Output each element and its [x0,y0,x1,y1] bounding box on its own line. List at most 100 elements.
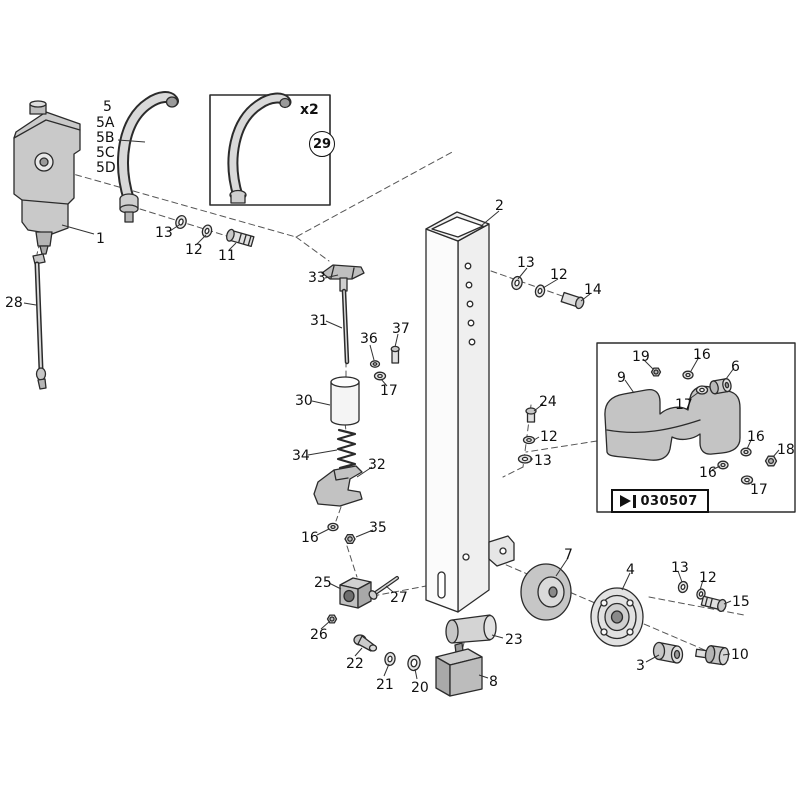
part-13-washer-c [517,454,533,464]
callout-part-13: 13 [517,255,535,271]
callout-part-21: 21 [376,677,394,693]
callout-part-15: 15 [732,594,750,610]
leader-line-34 [307,449,338,456]
callout-part-16: 16 [693,347,711,363]
serial-number-box: 030507 [611,489,709,513]
callout-part-5A: 5A [96,115,115,131]
leader-line-25 [328,582,342,590]
callout-part-3: 3 [636,658,645,674]
part-27-bolt [368,576,399,600]
part-19-nut [650,367,662,377]
callout-part-12: 12 [540,429,558,445]
callout-part-37: 37 [392,321,410,337]
part-9-bracket [604,385,741,461]
callout-part-12: 12 [699,570,717,586]
leader-line-21 [383,663,390,677]
callout-part-11: 11 [218,248,236,264]
callout-part-35: 35 [369,520,387,536]
callout-part-18: 18 [777,442,795,458]
leader-line-2 [480,210,500,227]
serial-number: 030507 [640,493,698,509]
callout-part-13: 13 [671,560,689,576]
leader-line-33 [324,274,339,279]
callout-part-5D: 5D [96,160,116,176]
part-16-washer-d [717,460,729,470]
part-36-washer [369,360,381,368]
leader-line-8 [478,674,489,679]
part-23-roller [445,614,497,644]
part-32-bracket [313,465,363,507]
part-17-washer-b [695,385,709,395]
part-1-gearbox [13,100,81,255]
callout-part-28: 28 [5,295,23,311]
part-13-washer-b [511,275,523,291]
callout-part-26: 26 [310,627,328,643]
callout-part-34: 34 [292,448,310,464]
part-17-washer-c [740,475,754,485]
callout-part-27: 27 [390,590,408,606]
serial-bar-icon [633,494,636,508]
part-33-t-handle [321,264,365,292]
inset-quantity-label: x2 [300,102,319,118]
leader-line-37 [394,333,399,348]
leader-line-13 [517,267,528,280]
leader-line-9 [624,379,635,394]
callout-part-17: 17 [380,383,398,399]
leader-line-30 [311,400,331,406]
leader-line-12 [533,436,540,441]
leader-line-26 [320,620,331,630]
callout-part-1: 1 [96,231,105,247]
leader-line-6 [725,367,735,380]
callout-part-13: 13 [155,225,173,241]
leader-line-20 [414,668,418,680]
leader-line-23 [491,634,504,639]
callout-part-36: 36 [360,331,378,347]
part-22-fitting [353,634,378,652]
part-3-bushing [652,641,684,664]
callout-part-23: 23 [505,632,523,648]
leader-line-19 [642,358,654,370]
callout-part-24: 24 [539,394,557,410]
callout-part-13: 13 [534,453,552,469]
part-2-column [425,211,515,613]
part-24-bolt [525,407,537,423]
balloon-29: 29 [309,131,335,157]
part-16-washer-b [682,370,694,380]
part-13-washer-d [677,580,689,594]
callout-part-8: 8 [489,674,498,690]
callout-part-6: 6 [731,359,740,375]
part-4-hub [590,587,644,647]
serial-arrow-icon [620,495,631,507]
leader-line-13 [677,570,683,583]
leader-line-28 [23,302,37,306]
callout-part-25: 25 [314,575,332,591]
leader-line-4 [621,572,631,591]
leader-line-16 [316,528,330,536]
leader-line-22 [354,647,363,657]
part-12-washer-b [534,284,546,298]
part-31-pin [341,288,350,365]
part-34-spring [336,428,357,470]
leader-line-17 [687,391,700,401]
leader-line-7 [555,557,569,577]
callout-part-19: 19 [632,349,650,365]
leader-line-12 [699,579,704,591]
callout-part-16: 16 [301,530,319,546]
leader-line-5B [117,139,146,143]
callout-part-5B: 5B [96,130,115,146]
callout-part-2: 2 [495,198,504,214]
part-7-wheel [520,563,572,621]
callout-part-9: 9 [617,370,626,386]
callout-part-22: 22 [346,656,364,672]
callout-part-16: 16 [699,465,717,481]
callout-part-7: 7 [564,547,573,563]
part-20-washer [407,654,421,672]
callout-part-17: 17 [750,482,768,498]
leader-line-10 [722,653,731,656]
leader-line-16 [746,437,753,450]
leader-line-31 [325,320,343,329]
callout-part-12: 12 [550,267,568,283]
leader-line-16 [690,356,700,372]
